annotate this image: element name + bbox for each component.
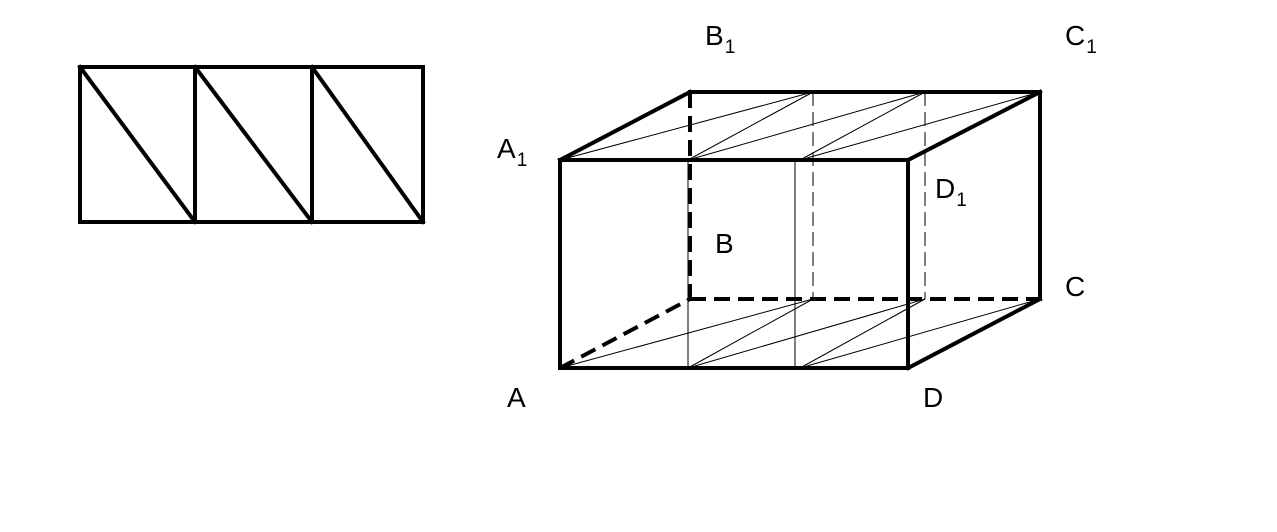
bottom-face-subdivisions: [559, 298, 1041, 369]
label-D: D: [923, 382, 943, 413]
edge-A-B: [559, 297, 691, 370]
edge-C-D: [905, 296, 1043, 371]
label-A: A: [507, 382, 526, 413]
net-figure: [77, 64, 426, 225]
label-B1: B1: [705, 20, 735, 58]
net-square-3: [310, 65, 425, 224]
prism-figure: [557, 89, 1043, 371]
label-C: C: [1065, 271, 1085, 302]
top-face-subdivisions: [559, 91, 1041, 161]
net-diagonal-1: [77, 64, 198, 225]
front-face: [558, 158, 910, 370]
vertex-labels: A A1 B B1 C C1 D D1: [497, 20, 1097, 413]
edge-C1-D1: [905, 89, 1043, 163]
label-B: B: [715, 228, 734, 259]
label-A1: A1: [497, 133, 527, 171]
net-diagonal-2: [192, 64, 315, 225]
edge-A1-B1: [557, 89, 693, 163]
label-D1: D1: [935, 173, 967, 211]
label-C1: C1: [1065, 20, 1097, 58]
net-diagonal-3: [309, 64, 426, 225]
